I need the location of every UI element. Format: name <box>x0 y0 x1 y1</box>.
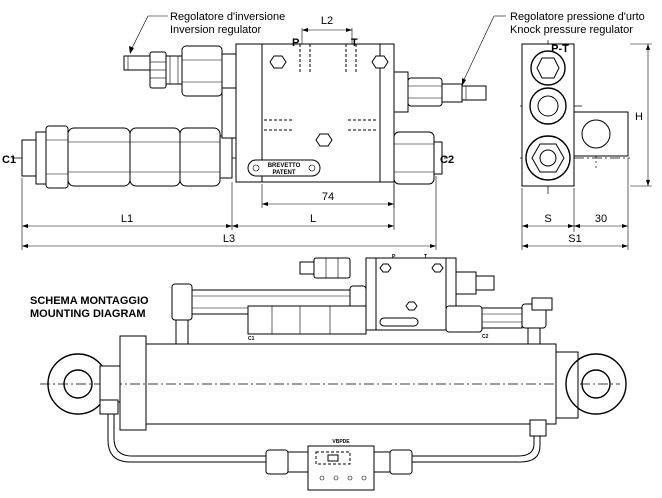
dim-l1: L1 <box>121 213 133 225</box>
port-t-label: T <box>351 37 358 49</box>
dim-s1: S1 <box>568 233 581 245</box>
mounting-title-it: SCHEMA MONTAGGIO <box>30 295 149 307</box>
mounting-diagram <box>40 257 627 491</box>
mounting-c2-label: C2 <box>482 334 489 340</box>
knock-pressure-regulator-label-it: Regolatore pressione d'urto <box>510 11 645 23</box>
dim-s: S <box>544 213 551 225</box>
dim-30: 30 <box>595 213 607 225</box>
port-c2-label: C2 <box>440 154 454 166</box>
inversion-regulator-label-en: Inversion regulator <box>170 24 261 36</box>
patent-plate-line1: BREVETTO <box>268 163 301 169</box>
side-view <box>520 40 652 250</box>
mounting-c1-label: C1 <box>248 336 255 342</box>
port-p-label: P <box>292 37 299 49</box>
vbpde-label: VBPDE <box>332 439 350 445</box>
knock-pressure-regulator-label-en: Knock pressure regulator <box>510 24 633 36</box>
port-c1-label: C1 <box>2 154 16 166</box>
mounting-p-label: P <box>392 254 396 260</box>
mounting-title-en: MOUNTING DIAGRAM <box>30 308 146 320</box>
dim-74: 74 <box>322 191 334 203</box>
dim-h: H <box>635 111 643 123</box>
patent-plate-line2: PATENT <box>272 170 295 176</box>
labels: Regolatore d'inversione Inversion regula… <box>2 11 645 445</box>
dim-l: L <box>310 213 316 225</box>
port-pt-label: P-T <box>551 43 569 55</box>
front-view <box>12 15 506 250</box>
dim-l3: L3 <box>223 233 235 245</box>
dim-l2: L2 <box>321 15 333 27</box>
inversion-regulator-label-it: Regolatore d'inversione <box>170 11 285 23</box>
mounting-t-label: T <box>424 254 427 260</box>
